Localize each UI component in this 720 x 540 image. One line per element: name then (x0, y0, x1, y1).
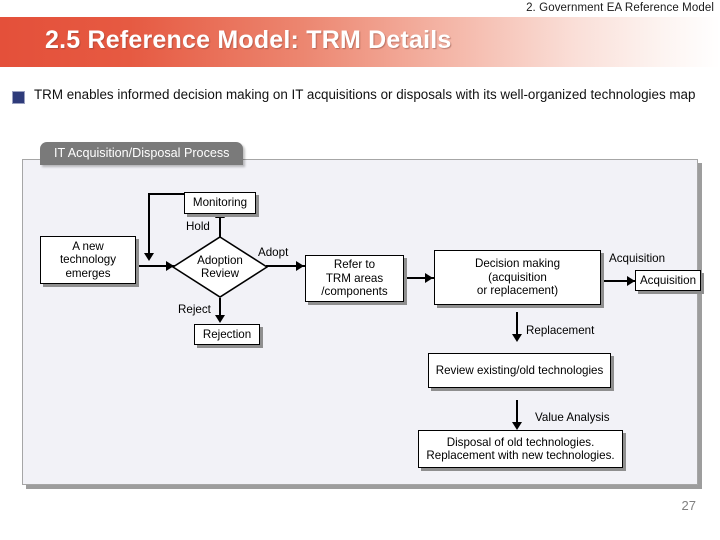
connector-review-to-monitoring (219, 215, 222, 237)
edge-label-replacement: Replacement (526, 324, 595, 337)
arrow-review-to-rejection-head (215, 315, 225, 323)
bullet-text: TRM enables informed decision making on … (34, 87, 696, 102)
edge-label-acquisition: Acquisition (609, 252, 666, 265)
arrow-newtech-to-review-head (166, 261, 174, 271)
arrow-decision-to-review-existing-head (512, 334, 522, 342)
node-new-technology[interactable]: A new technology emerges (40, 236, 136, 284)
edge-label-adopt: Adopt (258, 246, 289, 259)
square-bullet-icon (12, 91, 25, 104)
arrow-monitoring-feedback-head (144, 253, 154, 261)
arrow-decision-to-acquisition-head (627, 276, 635, 286)
title-band (0, 17, 720, 67)
node-disposal[interactable]: Disposal of old technologies. Replacemen… (418, 430, 623, 468)
process-panel-title-tab: IT Acquisition/Disposal Process (40, 142, 244, 165)
node-adoption-review-line2: Review (200, 267, 239, 280)
page-number: 27 (681, 498, 696, 513)
section-header-label: 2. Government EA Reference Model (526, 2, 714, 14)
node-acquisition[interactable]: Acquisition (635, 270, 701, 291)
node-decision-making[interactable]: Decision making (acquisition or replacem… (434, 250, 601, 305)
arrow-review-to-refer-head (296, 261, 304, 271)
edge-label-reject: Reject (178, 303, 211, 316)
connector-newtech-to-review (136, 265, 176, 268)
connector-decision-to-review-existing (516, 312, 519, 338)
node-adoption-review-line1: Adoption (197, 253, 243, 267)
connector-refer-to-decision (405, 277, 435, 280)
arrow-review-existing-to-disposal-head (512, 422, 522, 430)
connector-decision-to-acquisition (601, 280, 635, 283)
connector-monitoring-feedback-down (148, 193, 151, 256)
connector-review-existing-to-disposal (516, 400, 519, 426)
node-adoption-review[interactable]: Adoption Review (172, 236, 268, 298)
node-review-existing[interactable]: Review existing/old technologies (428, 353, 611, 388)
diamond-shape-icon (172, 236, 268, 298)
page-title: 2.5 Reference Model: TRM Details (45, 26, 452, 54)
arrow-refer-to-decision-head (425, 273, 433, 283)
edge-label-value-analysis: Value Analysis (535, 411, 610, 424)
connector-review-to-rejection (219, 298, 222, 320)
edge-label-hold: Hold (186, 220, 210, 233)
arrow-review-to-monitoring-head (215, 210, 225, 218)
connector-review-to-refer (266, 265, 306, 268)
node-refer-trm[interactable]: Refer to TRM areas /components (305, 255, 404, 302)
connector-monitoring-feedback-top (148, 193, 186, 196)
node-rejection[interactable]: Rejection (194, 324, 260, 345)
node-monitoring[interactable]: Monitoring (184, 192, 256, 214)
